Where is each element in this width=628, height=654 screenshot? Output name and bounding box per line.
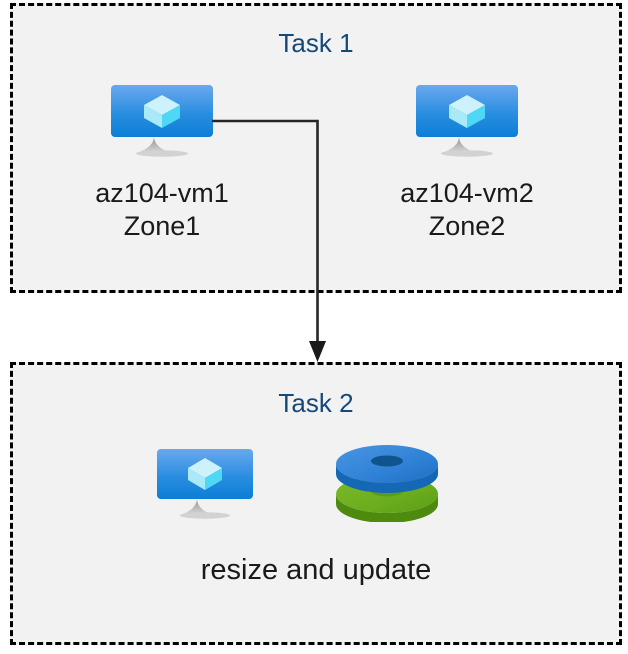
virtual-machine-icon [108, 83, 216, 159]
virtual-machine-icon [154, 447, 256, 523]
virtual-machine-icon [413, 83, 521, 159]
task1-title: Task 1 [278, 28, 354, 58]
task2-title: Task 2 [278, 388, 354, 418]
managed-disks-icon [334, 444, 440, 523]
task2-container [10, 362, 622, 645]
vm1-label: az104-vm1 Zone1 [95, 178, 229, 241]
vm2-label: az104-vm2 Zone2 [400, 178, 534, 241]
task2-caption: resize and update [200, 554, 432, 586]
down-arrow-icon [309, 341, 326, 362]
